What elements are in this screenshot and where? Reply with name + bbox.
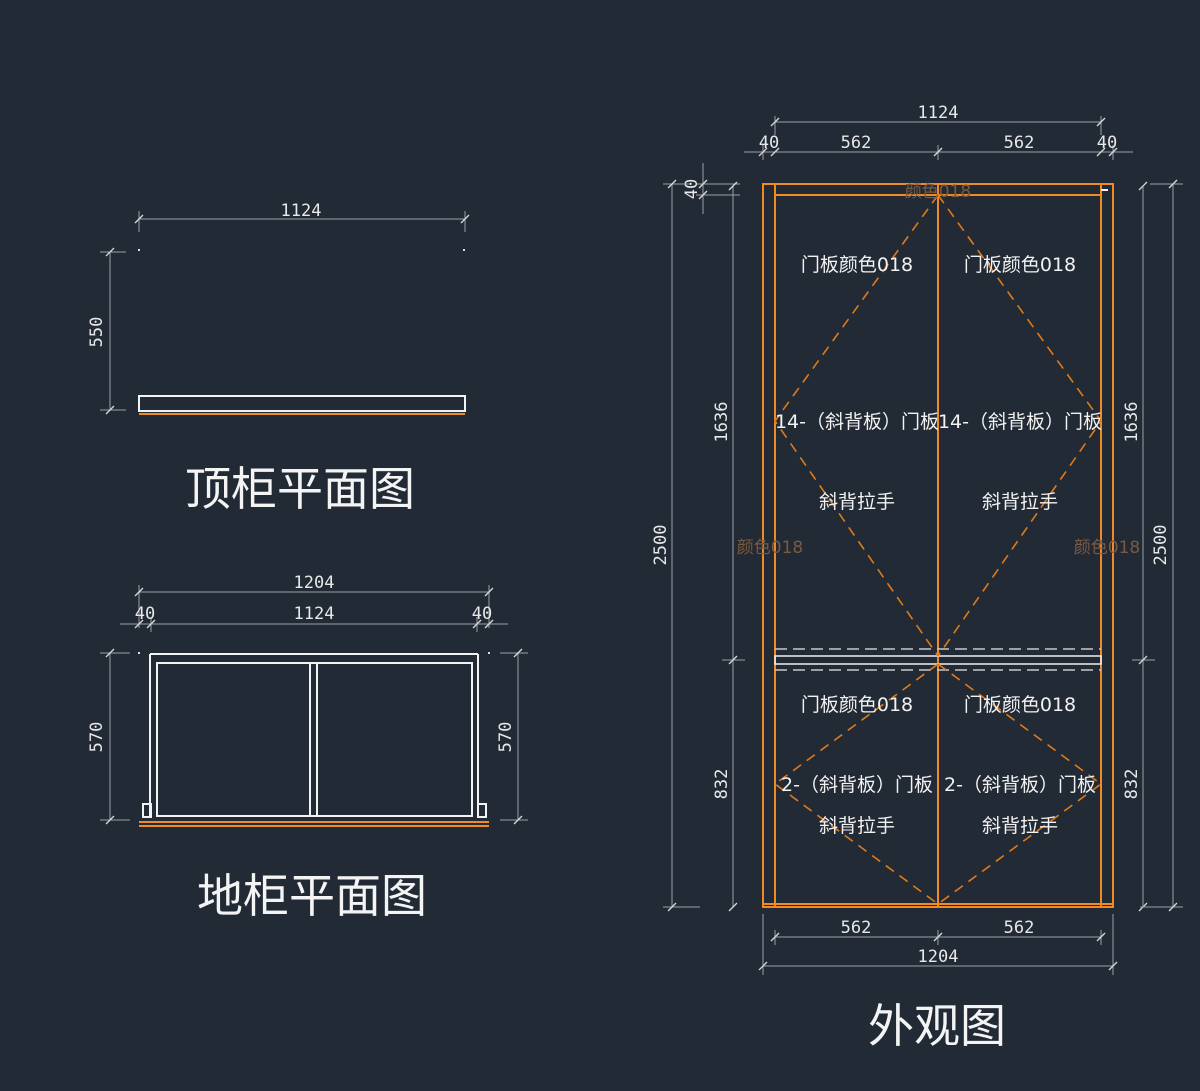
floor-left-side-dim: 40 [135, 604, 155, 624]
upper-left-handle-label: 斜背拉手 [819, 491, 895, 513]
elev-lower-height-left-dim: 832 [712, 769, 732, 800]
lower-left-door-label: 2-（斜背板）门板 [781, 774, 933, 796]
elev-bottom-total-dim: 1204 [918, 947, 959, 967]
elev-top-left-door-dim: 562 [841, 133, 872, 153]
elev-bottom-left-door-dim: 562 [841, 918, 872, 938]
floor-cabinet-plan: 1204 40 1124 40 570 570 [87, 573, 528, 923]
elev-overall-height-left-dim: 2500 [651, 525, 671, 566]
upper-left-color-label: 门板颜色018 [801, 254, 913, 276]
elev-top-board-dim: 40 [682, 179, 702, 199]
top-depth-dim: 550 [87, 317, 107, 348]
top-width-dim: 1124 [281, 201, 322, 221]
top-panel-color-label: 颜色018 [905, 182, 971, 202]
floor-cabinet-inner [156, 662, 473, 817]
floor-depth-left-dim: 570 [87, 722, 107, 753]
elev-bottom-right-door-dim: 562 [1004, 918, 1035, 938]
elevation-title: 外观图 [868, 999, 1006, 1053]
top-cabinet-plan: 1124 550 顶柜平面图 [87, 201, 470, 516]
floor-inner-width-dim: 1124 [294, 604, 335, 624]
elev-lower-height-right-dim: 832 [1122, 769, 1142, 800]
lower-left-handle-label: 斜背拉手 [819, 815, 895, 837]
lower-right-color-label: 门板颜色018 [964, 694, 1076, 716]
floor-depth-right-dim: 570 [496, 722, 516, 753]
elev-upper-height-right-dim: 1636 [1122, 402, 1142, 443]
left-side-color-label: 颜色018 [737, 538, 803, 558]
upper-right-handle-label: 斜背拉手 [982, 491, 1058, 513]
elev-top-right-door-dim: 562 [1004, 133, 1035, 153]
elevation-view: 1124 40 562 562 40 40 2500 1636 [651, 103, 1183, 1053]
top-cabinet-title: 顶柜平面图 [185, 462, 415, 516]
elev-upper-height-left-dim: 1636 [712, 402, 732, 443]
elev-top-right-side-dim: 40 [1097, 133, 1117, 153]
floor-total-width-dim: 1204 [294, 573, 335, 593]
upper-right-color-label: 门板颜色018 [964, 254, 1076, 276]
right-side-color-label: 颜色018 [1074, 538, 1140, 558]
elev-top-left-side-dim: 40 [759, 133, 779, 153]
lower-right-handle-label: 斜背拉手 [982, 815, 1058, 837]
top-board-outline [138, 395, 466, 412]
lower-right-door-label: 2-（斜背板）门板 [944, 774, 1096, 796]
upper-right-door-label: 14-（斜背板）门板 [938, 411, 1102, 433]
elev-overall-height-right-dim: 2500 [1151, 525, 1171, 566]
lower-left-color-label: 门板颜色018 [801, 694, 913, 716]
elev-top-total-dim: 1124 [918, 103, 959, 123]
floor-cabinet-title: 地柜平面图 [197, 869, 427, 923]
upper-left-door-label: 14-（斜背板）门板 [775, 411, 939, 433]
floor-right-side-dim: 40 [472, 604, 492, 624]
